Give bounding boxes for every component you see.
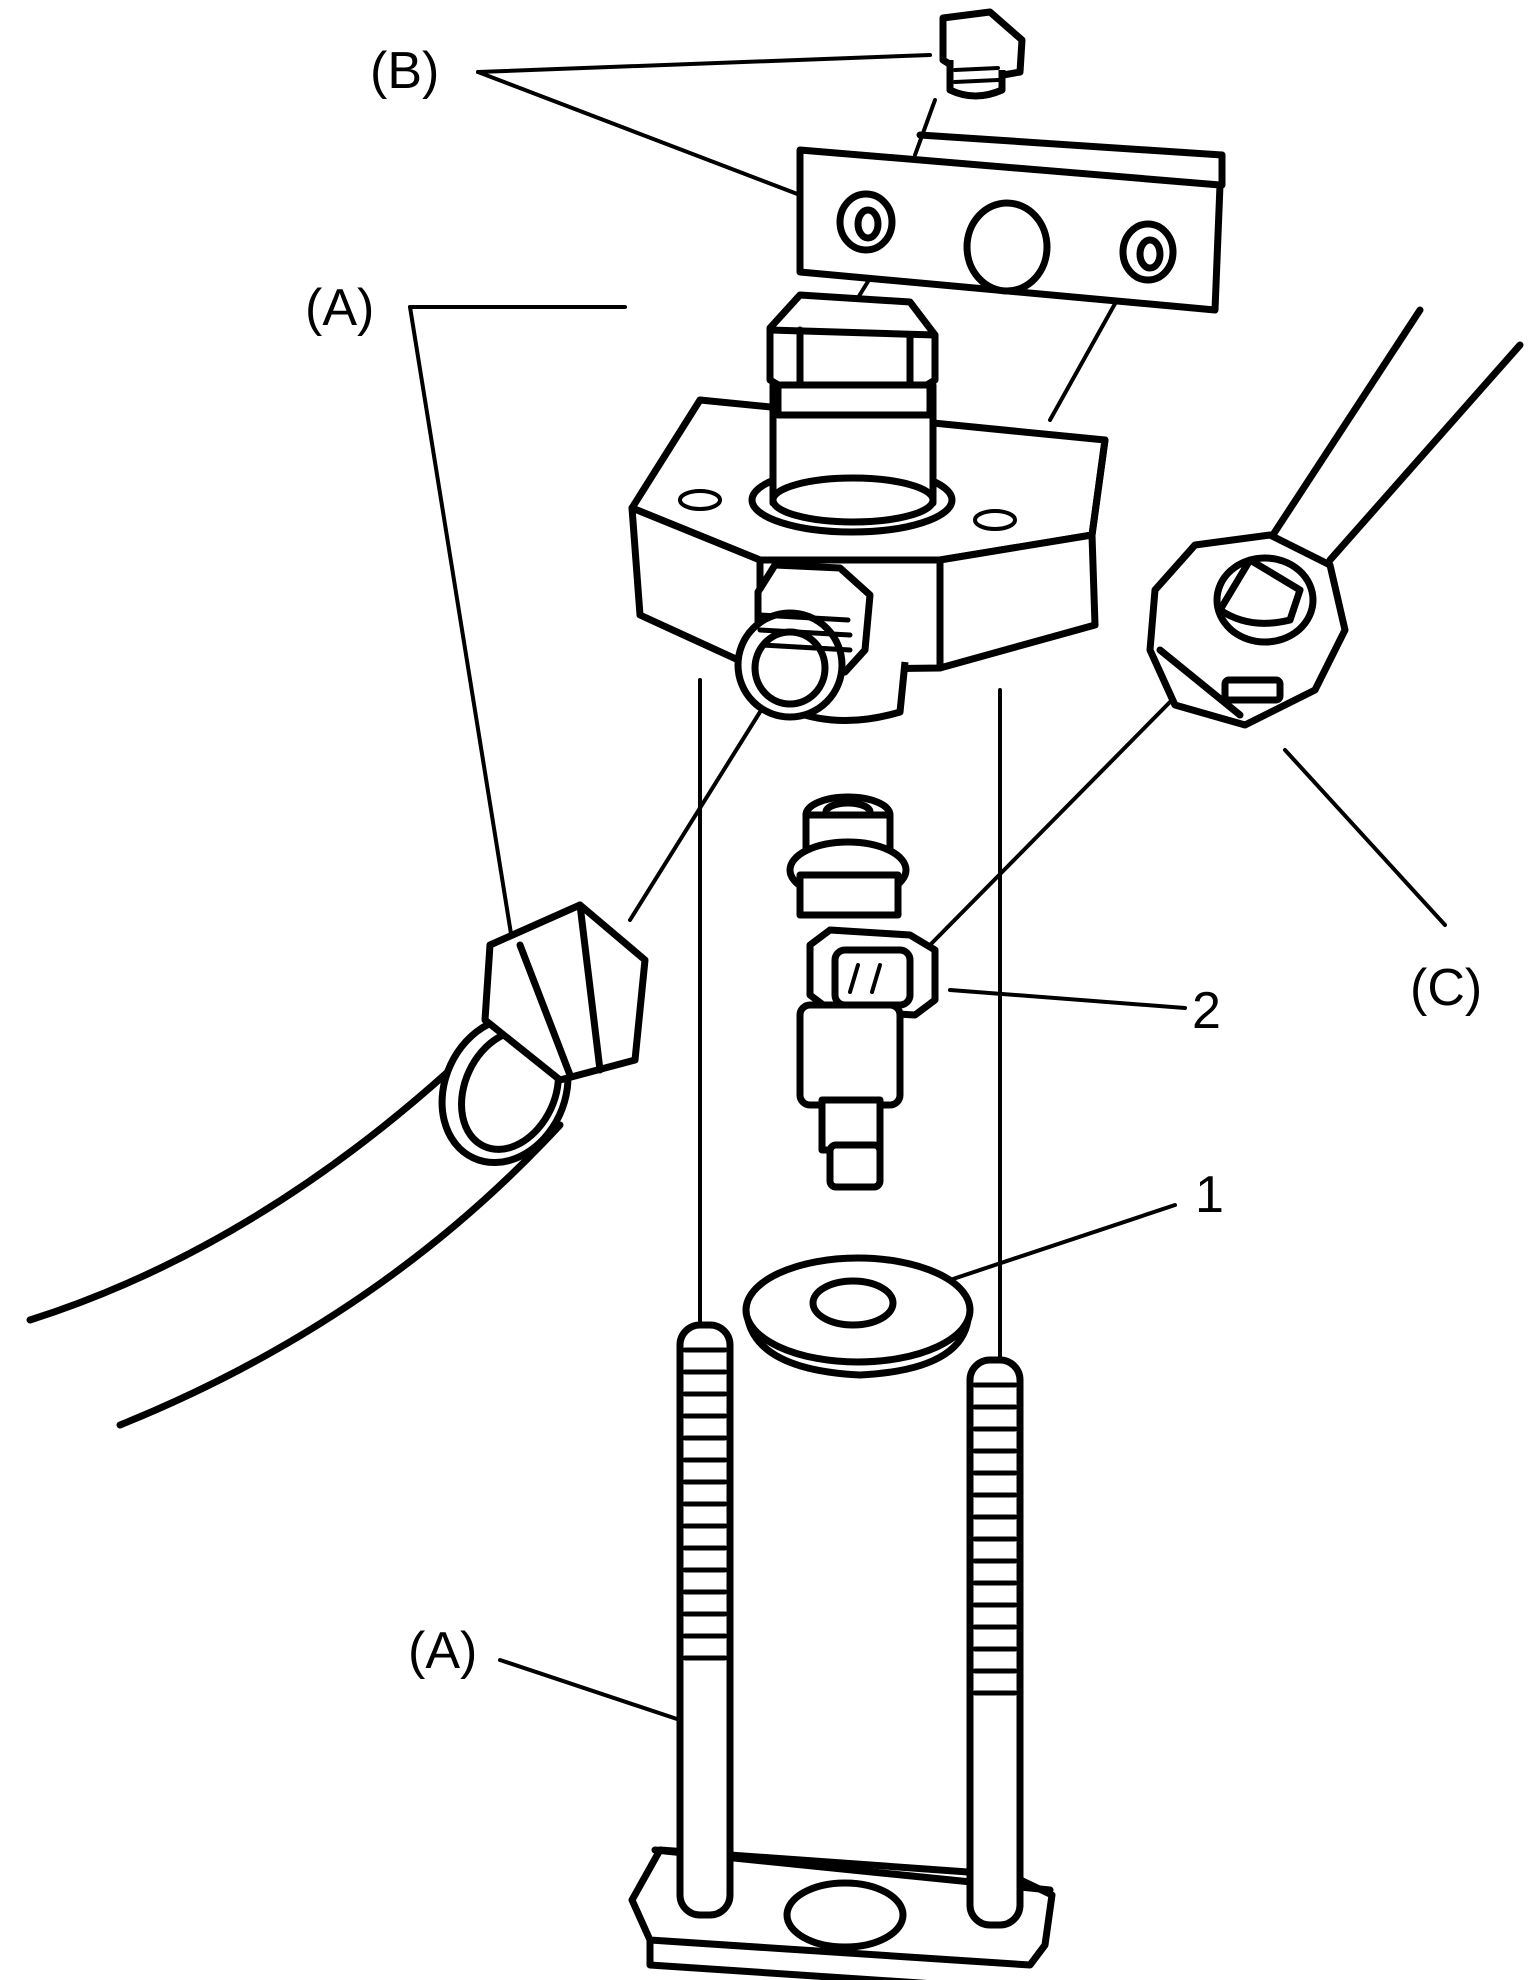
callout-labels: (B) (A) (A) (C) 2 1 [305,42,1482,1680]
connector-c [1146,306,1524,729]
align-line-bolt-plate [913,98,937,157]
callout-lines [408,53,1447,1722]
leader-b-to-bolt [476,53,932,74]
fuel-injector-2 [786,793,939,1191]
bolt-b [939,8,1026,100]
label-b: (B) [370,42,439,100]
retainer-plate [796,131,1226,314]
label-a-bottom: (A) [408,1622,477,1680]
label-2: 2 [1192,982,1221,1040]
align-line-fitting-hose [628,678,782,922]
leader-a-to-stud [498,1658,682,1722]
leader-c-to-connector [1283,748,1447,927]
label-c: (C) [1410,959,1482,1017]
fuel-hose-a [26,901,649,1429]
leader-1-to-washer [948,1203,1177,1282]
base-plate-with-studs [628,1321,1056,1980]
label-a-top: (A) [305,279,374,337]
label-1: 1 [1195,1166,1224,1224]
leader-b-to-plate [476,70,802,197]
washer-1 [742,1254,974,1379]
leader-2-to-injector [948,988,1187,1010]
leader-connector-to-injector [928,700,1172,947]
leader-a-to-hose-fitting [408,305,514,942]
injector-block [628,291,1109,725]
